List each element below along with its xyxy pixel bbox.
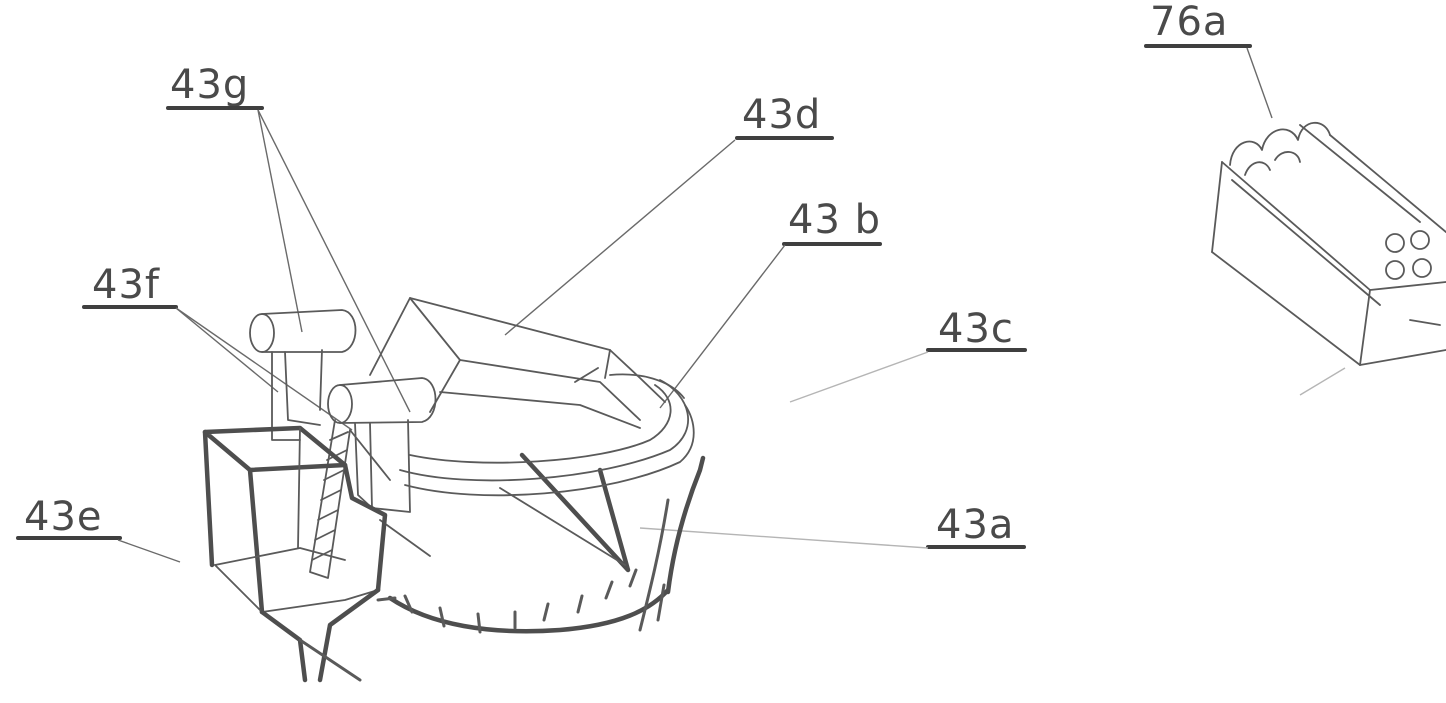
box-front-edge	[247, 467, 265, 615]
label-76a: 76a	[1150, 0, 1228, 45]
box-inner-floor	[214, 547, 346, 566]
inner-diagonal	[499, 487, 626, 566]
rear-roller-end	[249, 313, 275, 353]
block-left-edge	[1211, 161, 1223, 253]
leader-43a	[639, 527, 929, 549]
bowl-43a	[379, 452, 706, 634]
box-left-edge	[202, 429, 215, 568]
leader-43d	[504, 139, 736, 336]
end-circle	[1385, 233, 1405, 253]
stand-leg-right	[317, 587, 381, 683]
block-top-right	[1369, 281, 1446, 291]
prism-right-face	[609, 349, 666, 403]
leader-43f-b	[175, 307, 353, 431]
rear-post-inner	[284, 351, 321, 426]
box-bottom	[214, 564, 379, 613]
main-assembly	[202, 297, 706, 683]
leader-43c	[789, 351, 929, 403]
front-roller-end	[327, 384, 353, 424]
hatched-strut	[309, 419, 351, 579]
rear-roller-body	[261, 309, 357, 353]
block-rollers-top	[1229, 121, 1331, 166]
bowl-right-inner	[638, 498, 670, 632]
end-circle	[1385, 260, 1405, 280]
prism-top	[369, 297, 611, 379]
label-43c: 43c	[938, 306, 1014, 352]
stand-leg-left	[259, 609, 308, 683]
inner-stroke-left	[379, 519, 431, 557]
prism-base	[439, 391, 641, 429]
base-stand	[259, 587, 397, 683]
box-frame-43e	[202, 425, 388, 615]
block-inner-line	[1231, 179, 1381, 306]
bowl-bottom-rim	[387, 587, 671, 634]
reference-labels: 43g 43d 43 b 43f 43c 43e 43a 76a	[16, 0, 1252, 549]
bowl-right-stroke	[656, 583, 666, 622]
block-front-face	[1221, 161, 1371, 366]
box-rear-edge	[297, 427, 301, 549]
leader-43b	[659, 244, 786, 409]
leader-43g-b	[257, 109, 411, 413]
inner-v-stroke	[519, 452, 631, 573]
strut-outline	[309, 419, 351, 579]
end-circle	[1410, 230, 1430, 250]
rim-tick	[438, 606, 446, 628]
ring-back	[609, 373, 685, 399]
strut-hatch	[311, 431, 349, 561]
label-43d: 43d	[742, 92, 821, 138]
front-post-diagonal	[349, 429, 391, 481]
leader-43e	[117, 539, 181, 563]
block-side-tick	[1409, 319, 1441, 326]
front-roller-body	[339, 377, 437, 424]
block-top-ridge	[1299, 124, 1421, 223]
rim-tick	[604, 580, 614, 600]
block-bottom-right	[1359, 349, 1446, 366]
label-43b: 43 b	[788, 197, 881, 243]
rear-post-left	[271, 351, 301, 441]
roller-post-front	[327, 377, 437, 513]
rim-tick	[576, 594, 584, 614]
bowl-right-wall	[665, 455, 706, 595]
prism-edge	[459, 359, 641, 421]
box-right-edge	[342, 462, 388, 593]
box-top	[202, 425, 348, 473]
roller-post-rear	[249, 309, 357, 441]
rim-tick	[628, 568, 638, 588]
leader-43f-a	[175, 307, 279, 393]
ring-outer-front	[399, 379, 689, 482]
stand-link	[376, 596, 397, 602]
rim-tick	[476, 612, 482, 634]
rim-tick	[542, 602, 550, 622]
label-43a: 43a	[936, 502, 1014, 548]
stand-cross	[298, 638, 362, 682]
rear-post-right	[319, 349, 323, 411]
front-post	[369, 419, 411, 513]
leader-lines	[117, 47, 1273, 563]
label-43e: 43e	[24, 494, 103, 540]
leader-43g-a	[257, 109, 303, 333]
block-bottom-front	[1211, 251, 1361, 366]
ring-43b	[399, 373, 695, 497]
leader-76a	[1246, 47, 1273, 119]
ring-outer-lower	[404, 404, 695, 497]
detail-76a	[1211, 121, 1446, 396]
block-trail-line	[1299, 367, 1346, 396]
prism-43d	[369, 297, 666, 429]
block-top-ridge-2	[1329, 134, 1446, 233]
label-43g: 43g	[170, 62, 249, 108]
label-43f: 43f	[92, 262, 160, 308]
block-rollers-detail	[1244, 151, 1301, 176]
end-circle	[1412, 258, 1432, 278]
rim-tick	[403, 594, 414, 614]
ring-inner	[409, 384, 672, 464]
prism-notch	[574, 367, 599, 383]
